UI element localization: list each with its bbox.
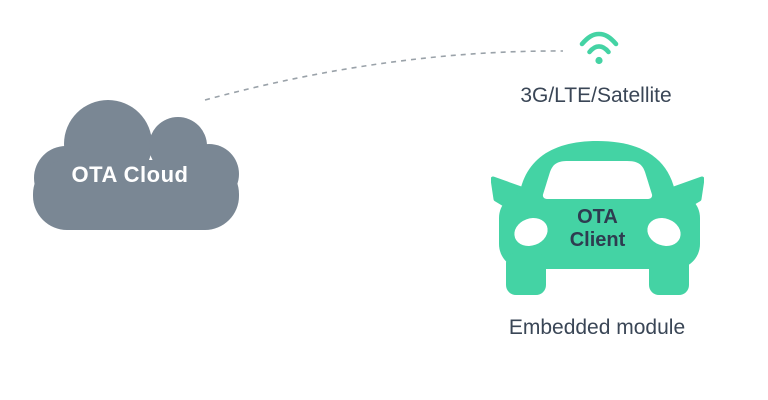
wifi-icon <box>579 31 619 65</box>
car-icon <box>491 141 704 295</box>
ota-client-label: OTA Client <box>491 206 704 252</box>
vehicle-node: OTA Client <box>491 137 704 297</box>
car-windshield <box>542 161 653 199</box>
ota-cloud-node: OTA Cloud <box>32 98 242 233</box>
ota-client-label-line1: OTA <box>577 206 618 228</box>
ota-client-label-line2: Client <box>569 229 626 251</box>
connection-label: 3G/LTE/Satellite <box>520 84 672 107</box>
vehicle-caption: Embedded module <box>508 316 686 339</box>
cloud-label: OTA Cloud <box>71 162 189 187</box>
car-headlight-left <box>514 218 548 246</box>
car-headlight-right <box>647 218 681 246</box>
cloud-icon <box>33 100 239 230</box>
